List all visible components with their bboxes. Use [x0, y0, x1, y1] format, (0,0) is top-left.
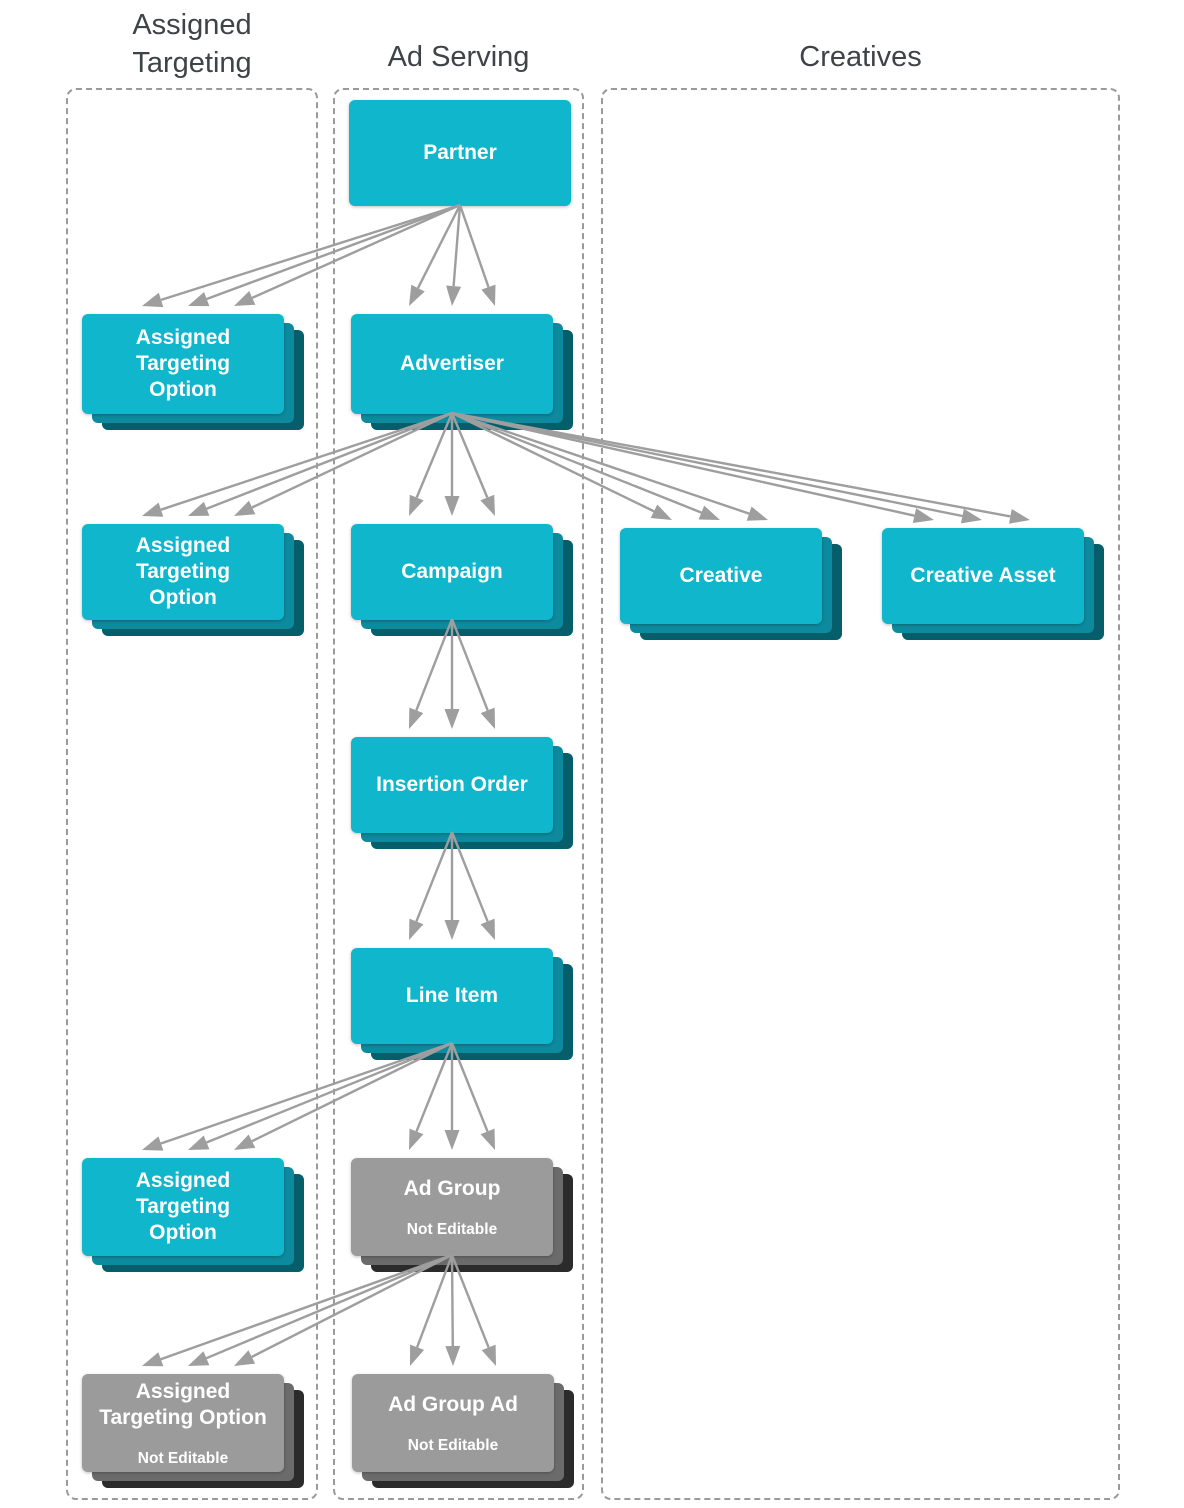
node-campaign: Campaign: [351, 524, 553, 620]
node-creative-asset: Creative Asset: [882, 528, 1084, 624]
node-ad-group-ad: Ad Group Ad Not Editable: [352, 1374, 554, 1472]
node-line-item: Line Item: [351, 948, 553, 1044]
node-label: Advertiser: [400, 352, 504, 375]
node-label: Creative: [679, 564, 763, 587]
node-label: Partner: [423, 141, 497, 164]
node-creative: Creative: [620, 528, 822, 624]
column-ad-serving: [333, 88, 584, 1500]
node-label: Campaign: [401, 560, 503, 583]
node-label: Insertion Order: [376, 773, 528, 796]
node-insertion-order: Insertion Order: [351, 737, 553, 833]
node-sublabel: Not Editable: [407, 1436, 499, 1454]
column-header-ad-serving: Ad Serving: [387, 41, 530, 73]
node-label: Line Item: [405, 984, 499, 1007]
column-assigned-targeting: [66, 88, 318, 1500]
node-label: Creative Asset: [910, 564, 1056, 587]
node-advertiser: Advertiser: [351, 314, 553, 414]
node-sublabel: Not Editable: [406, 1220, 498, 1238]
node-label: Ad Group: [403, 1176, 501, 1200]
column-creatives: [601, 88, 1120, 1500]
node-label: Ad Group Ad: [388, 1392, 518, 1416]
node-partner: Partner: [349, 100, 571, 206]
node-sublabel: Not Editable: [137, 1449, 229, 1467]
column-header-assigned-targeting: Assigned Targeting: [132, 9, 252, 80]
column-header-creatives: Creatives: [799, 41, 922, 73]
